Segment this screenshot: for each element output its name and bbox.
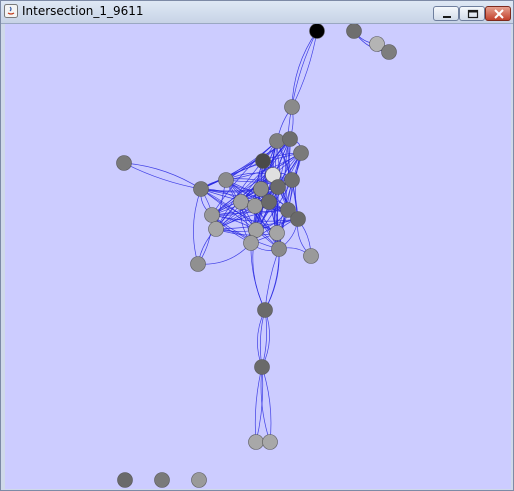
minimize-icon [443,16,451,18]
graph-node[interactable] [270,179,286,195]
window-title: Intersection_1_9611 [22,4,144,18]
graph-edge [211,152,302,216]
graph-canvas[interactable] [5,24,511,489]
graph-node[interactable] [154,472,170,488]
graph-edge [197,242,252,265]
graph-edge [200,152,302,190]
graph-node[interactable] [247,198,263,214]
graph-node[interactable] [257,302,273,318]
graph-node[interactable] [243,235,259,251]
java-app-icon [4,4,18,18]
graph-node[interactable] [248,434,264,450]
graph-node[interactable] [208,221,224,237]
graph-node[interactable] [116,155,132,171]
graph-edge [123,162,202,190]
graph-node[interactable] [218,172,234,188]
graph-node[interactable] [261,194,277,210]
graph-edge [211,140,278,216]
graph-node[interactable] [303,248,319,264]
graph-edge [193,188,202,265]
graph-node[interactable] [309,24,325,39]
graph-node[interactable] [193,181,209,197]
graph-edge [264,232,280,311]
graph-nodes [116,24,397,488]
graph-edge [291,30,318,108]
graph-node[interactable] [346,24,362,39]
graph-node[interactable] [369,36,385,52]
network-graph[interactable] [5,24,511,489]
graph-node[interactable] [381,44,397,60]
graph-node[interactable] [269,133,285,149]
graph-node[interactable] [284,172,300,188]
graph-edge [123,162,202,190]
graph-node[interactable] [282,131,298,147]
graph-node[interactable] [253,181,269,197]
graph-node[interactable] [271,241,287,257]
graph-node[interactable] [204,207,220,223]
close-button[interactable] [485,6,511,21]
graph-edge [291,30,318,108]
graph-node[interactable] [290,211,306,227]
graph-node[interactable] [293,145,309,161]
minimize-button[interactable] [433,6,459,21]
graph-node[interactable] [284,99,300,115]
graph-node[interactable] [190,256,206,272]
graph-node[interactable] [233,194,249,210]
close-icon [494,9,504,19]
graph-edge [215,160,264,230]
graph-node[interactable] [269,225,285,241]
title-bar[interactable]: Intersection_1_9611 [1,1,513,24]
graph-node[interactable] [117,472,133,488]
graph-node[interactable] [280,202,296,218]
graph-node[interactable] [255,153,271,169]
maximize-icon [467,9,479,19]
graph-edge [291,30,318,108]
graph-node[interactable] [262,434,278,450]
maximize-button[interactable] [459,6,485,21]
graph-node[interactable] [254,359,270,375]
graph-node[interactable] [191,472,207,488]
graph-edge [276,152,302,234]
